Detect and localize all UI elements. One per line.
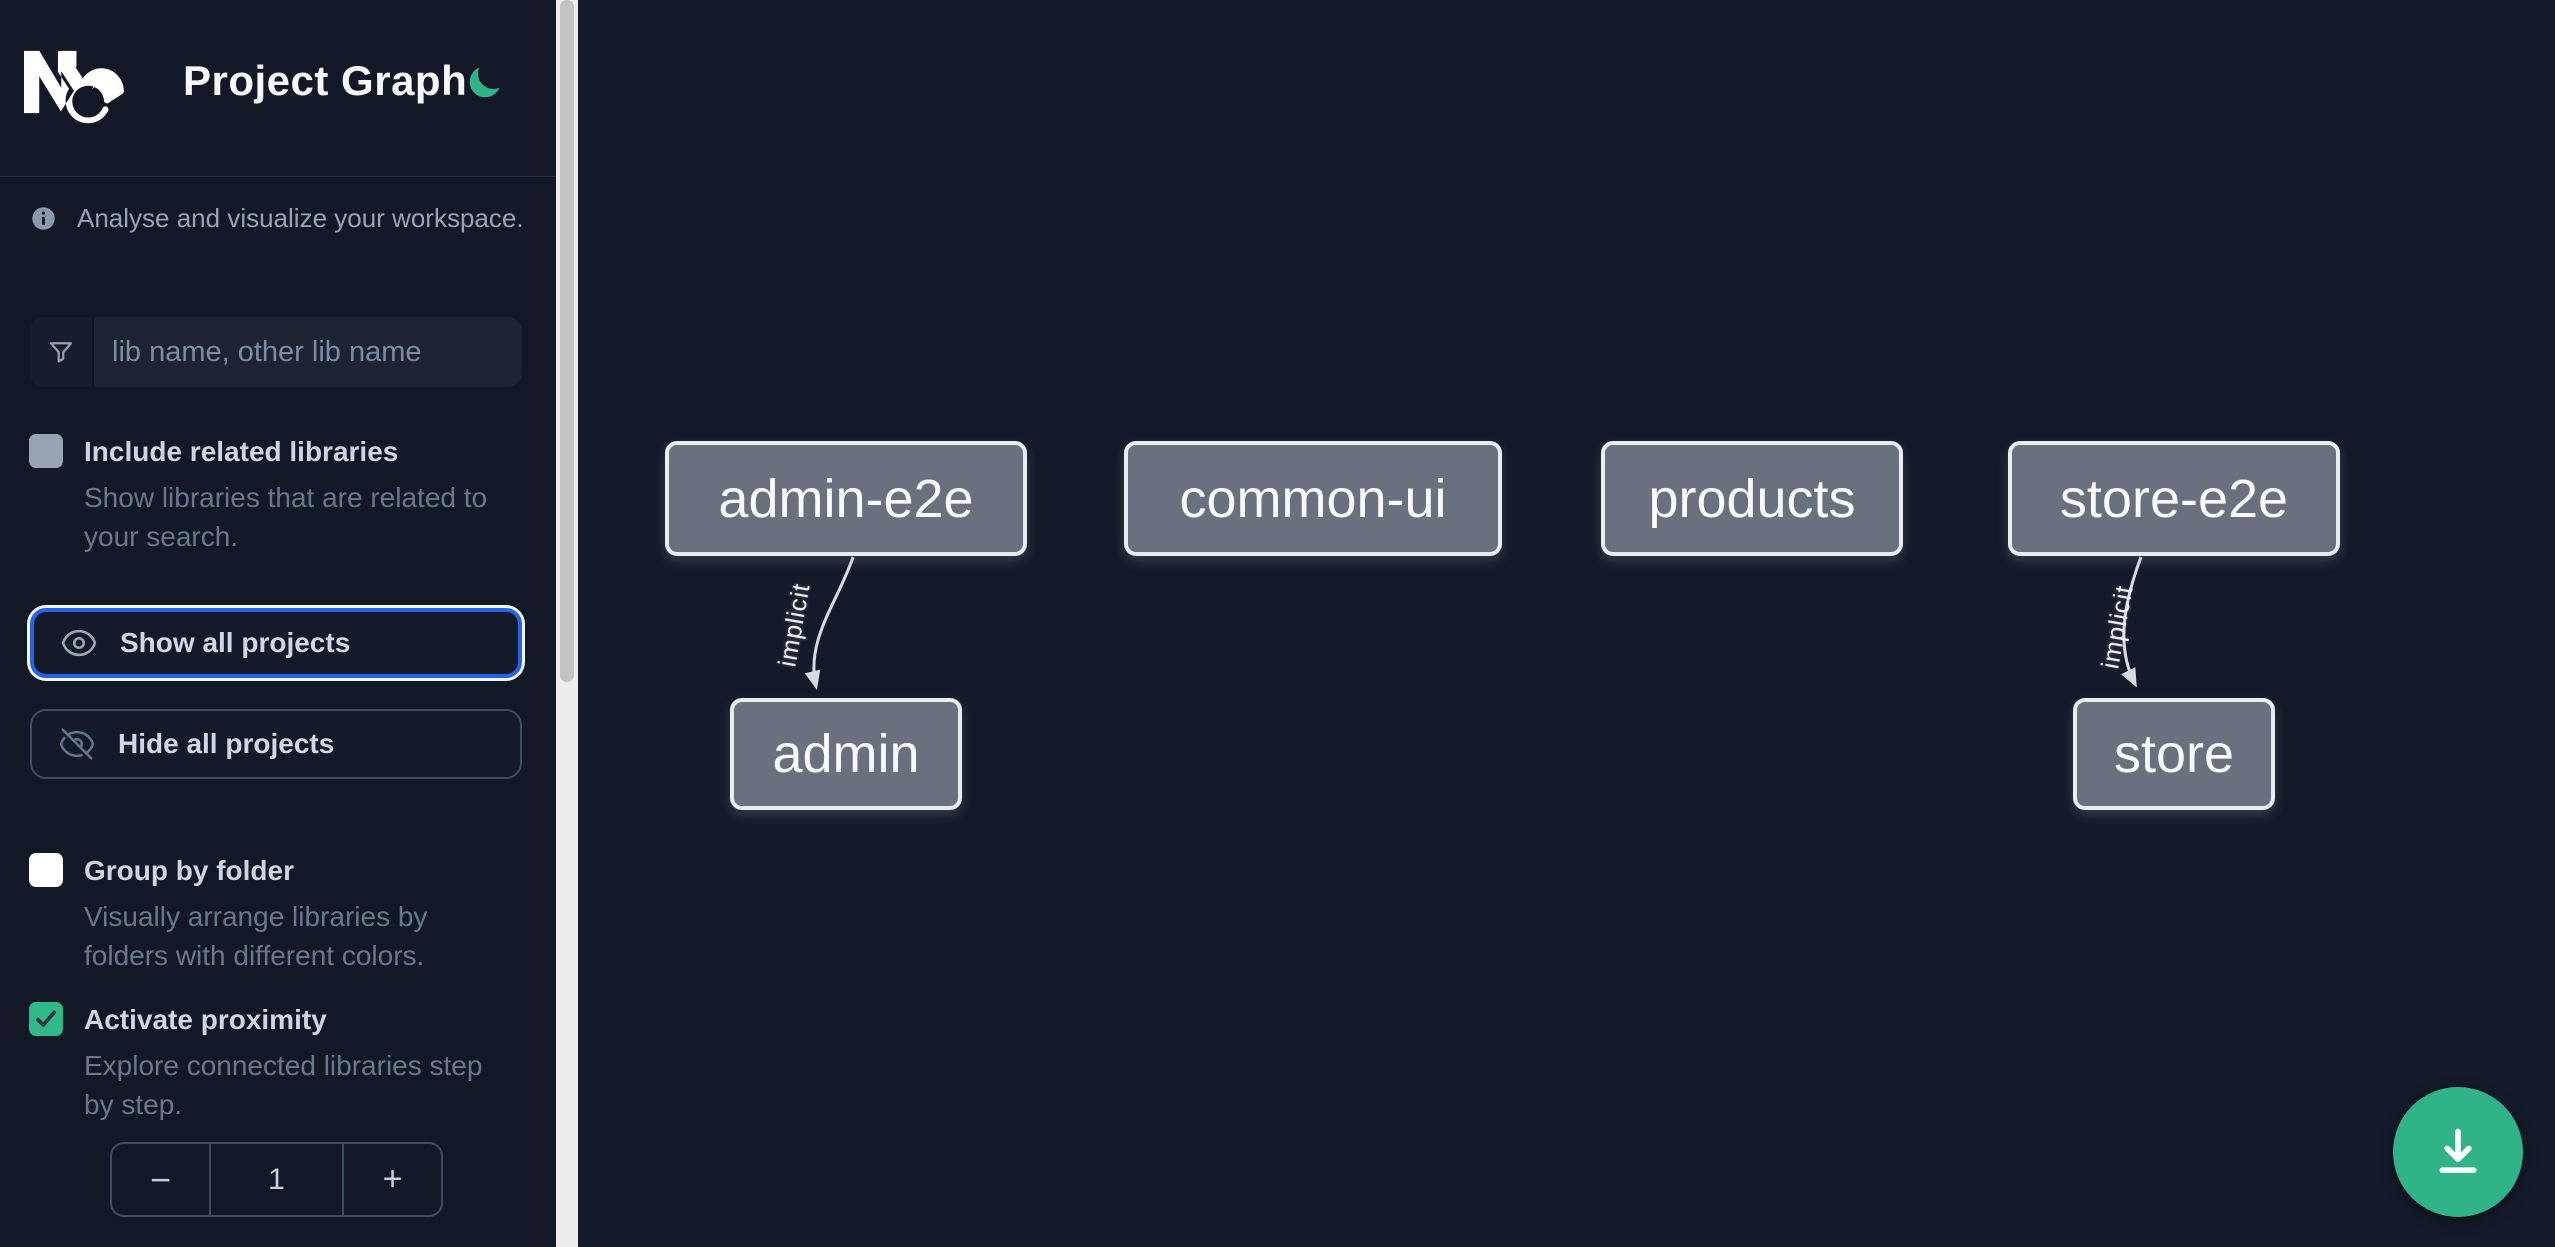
graph-node-admin-e2e[interactable]: admin-e2e (665, 441, 1027, 556)
download-icon (2439, 1128, 2477, 1173)
show-all-projects-button[interactable]: Show all projects (30, 608, 522, 678)
scrollbar-thumb[interactable] (560, 0, 574, 682)
page-title: Project Graph (183, 57, 468, 104)
decrement-button[interactable]: − (149, 1158, 172, 1200)
download-image-button[interactable] (2393, 1087, 2523, 1217)
group-by-folder-checkbox[interactable] (29, 853, 63, 887)
sidebar-header: Project Graph (0, 0, 556, 177)
sidebar-scrollbar (556, 0, 578, 1247)
graph-node-products[interactable]: products (1601, 441, 1903, 556)
moon-icon[interactable] (465, 64, 503, 102)
graph-node-common-ui[interactable]: common-ui (1124, 441, 1502, 556)
group-by-folder-label: Group by folder (84, 855, 294, 886)
hide-all-projects-button[interactable]: Hide all projects (30, 709, 522, 779)
tagline-text: Analyse and visualize your workspace. (77, 203, 524, 233)
activate-proximity-checkbox[interactable] (29, 1002, 63, 1036)
sidebar: Project Graph Analyse and visualize your… (0, 0, 556, 1247)
nx-logo (24, 50, 124, 124)
edge-admin-e2e-admin (804, 556, 855, 690)
increment-button[interactable]: + (382, 1160, 403, 1198)
info-icon (32, 207, 55, 230)
search-box (30, 317, 522, 387)
graph-edges (804, 556, 2143, 690)
stepper-value: 1 (209, 1144, 344, 1215)
project-graph-canvas[interactable]: implicit implicit admin-e2e common-ui pr… (578, 0, 2555, 1247)
proximity-depth-stepper: − 1 + (110, 1142, 443, 1217)
activate-proximity-description: Explore connected libraries step by step… (84, 1050, 483, 1120)
eye-icon (61, 629, 97, 657)
include-related-label: Include related libraries (84, 436, 399, 467)
include-related-description: Show libraries that are related to your … (84, 482, 488, 552)
activate-proximity-label: Activate proximity (84, 1004, 327, 1035)
eye-slash-icon (59, 728, 95, 760)
graph-node-store[interactable]: store (2073, 698, 2275, 810)
search-input[interactable] (94, 317, 522, 387)
tagline-row: Analyse and visualize your workspace. (30, 203, 524, 234)
group-by-folder-description: Visually arrange libraries by folders wi… (84, 901, 428, 971)
include-related-checkbox[interactable] (29, 434, 63, 468)
edge-store-e2e-store (2121, 556, 2143, 688)
show-all-projects-label: Show all projects (120, 627, 351, 658)
graph-node-store-e2e[interactable]: store-e2e (2008, 441, 2340, 556)
hide-all-projects-label: Hide all projects (118, 728, 335, 759)
check-icon (36, 1010, 56, 1027)
graph-node-admin[interactable]: admin (730, 698, 962, 810)
filter-funnel-icon (30, 317, 94, 387)
